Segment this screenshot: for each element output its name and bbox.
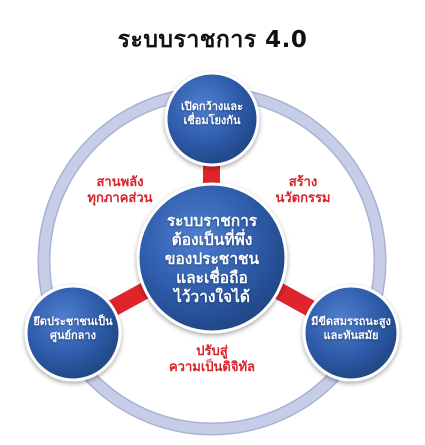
center-line-2: ต้องเป็นที่พึ่ง — [171, 230, 253, 249]
arc-bottom-line-2: ความเป็นดิจิทัล — [168, 360, 256, 376]
center-line-3: ของประชาชน — [164, 249, 260, 268]
node-top-line-2: เชื่อมโยงกัน — [183, 114, 241, 128]
node-left — [24, 284, 122, 382]
node-right — [302, 284, 400, 382]
page-title: ระบบราชการ 4.0 — [117, 27, 308, 53]
node-top — [164, 71, 260, 167]
arc-bottom-line-1: ปรับสู่ — [196, 344, 228, 359]
node-left-line-2: ศูนย์กลาง — [50, 329, 96, 343]
center-label: ระบบราชการ ต้องเป็นที่พึ่ง ของประชาชน แล… — [140, 212, 284, 307]
arc-left-line-2: ทุกภาคส่วน — [87, 191, 153, 207]
arc-label-bottom: ปรับสู่ ความเป็นดิจิทัล — [142, 344, 282, 377]
node-right-label: มีขีดสมรรถนะสูง และทันสมัย — [297, 315, 405, 344]
node-right-line-2: และทันสมัย — [323, 329, 379, 343]
node-left-line-1: ยึดประชาชนเป็น — [33, 315, 113, 328]
node-right-line-1: มีขีดสมรรถนะสูง — [311, 315, 391, 328]
arc-right-line-1: สร้าง — [288, 175, 318, 190]
center-line-5: ไว้วางใจได้ — [174, 287, 250, 306]
center-circle — [136, 182, 288, 334]
node-top-label: เปิดกว้างและ เชื่อมโยงกัน — [160, 100, 264, 129]
arc-right-line-2: นวัตกรรม — [275, 191, 331, 207]
center-line-1: ระบบราชการ — [166, 212, 258, 230]
arc-label-left: สานพลัง ทุกภาคส่วน — [70, 175, 170, 208]
arc-left-line-1: สานพลัง — [96, 175, 144, 190]
node-top-line-1: เปิดกว้างและ — [180, 100, 243, 113]
center-line-4: และเชื่อถือ — [176, 268, 248, 287]
node-left-label: ยึดประชาชนเป็น ศูนย์กลาง — [20, 315, 126, 344]
arc-label-right: สร้าง นวัตกรรม — [258, 175, 348, 208]
